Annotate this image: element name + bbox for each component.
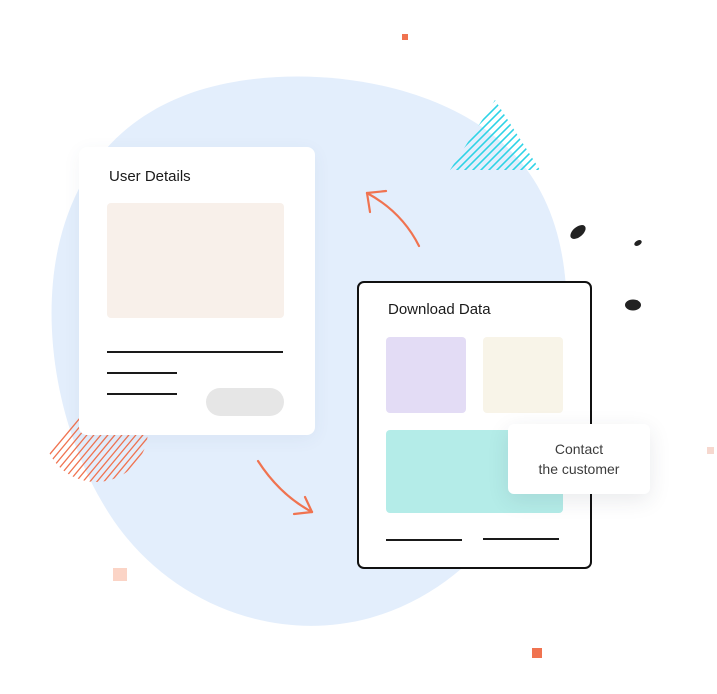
dark-dot-decoration — [625, 299, 641, 311]
user-details-card: User Details — [79, 147, 315, 435]
arrow-up-left-icon — [365, 189, 421, 248]
pink-square-decoration — [707, 447, 714, 454]
text-line-placeholder — [107, 351, 283, 353]
download-data-title: Download Data — [388, 301, 491, 318]
download-data-card: Download Data — [357, 281, 592, 569]
text-line-placeholder — [483, 538, 559, 540]
orange-square-decoration — [532, 648, 542, 658]
action-button-placeholder[interactable] — [206, 388, 284, 416]
dark-dot-decoration — [570, 225, 586, 239]
user-image-placeholder — [107, 203, 284, 318]
tooltip-line-1: Contact — [554, 441, 604, 457]
cream-tile — [483, 337, 563, 413]
peach-square-decoration — [113, 568, 127, 581]
lavender-tile — [386, 337, 466, 413]
text-line-placeholder — [107, 393, 177, 395]
arrow-down-right-icon — [256, 459, 314, 516]
tooltip-line-2: the customer — [538, 461, 620, 477]
contact-customer-tooltip: Contact the customer — [508, 424, 650, 494]
orange-square-decoration — [402, 34, 408, 40]
dark-dot-decoration — [634, 240, 642, 246]
text-line-placeholder — [107, 372, 177, 374]
text-line-placeholder — [386, 539, 462, 541]
user-details-title: User Details — [109, 168, 191, 185]
